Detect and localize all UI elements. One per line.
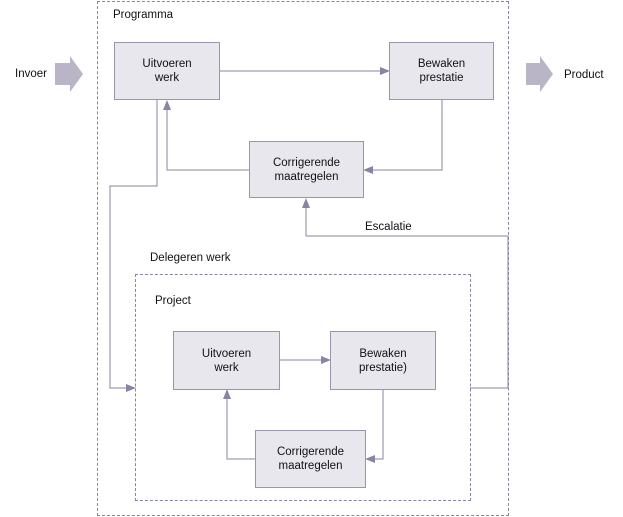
programme-monitor-box: Bewaken prestatie [389,42,494,100]
programme-monitor-label: Bewaken prestatie [417,58,466,84]
arrow-corrective-to-execute [163,100,249,171]
arrow-delegate-to-project [109,100,158,392]
output-arrow-icon [526,56,553,92]
arrow-project-corrective-to-execute [223,389,255,460]
programme-corrective-box: Corrigerende maatregelen [249,141,364,198]
project-execute-label: Uitvoeren werk [201,347,252,374]
output-label: Product [564,69,604,81]
delegate-label: Delegeren werk [150,252,231,264]
project-monitor-label: Bewaken prestatie) [359,347,407,374]
project-monitor-box: Bewaken prestatie) [330,331,436,390]
escalation-label: Escalatie [365,221,412,233]
programme-execute-label: Uitvoeren werk [142,58,192,84]
project-corrective-label: Corrigerende maatregelen [276,446,345,472]
programme-title: Programma [113,9,174,21]
programme-execute-box: Uitvoeren werk [114,42,220,100]
arrow-project-monitor-to-corrective [365,390,384,463]
project-execute-box: Uitvoeren werk [173,331,280,390]
programme-frame [97,1,509,516]
programme-corrective-label: Corrigerende maatregelen [272,156,341,183]
input-arrow-icon [55,56,83,92]
arrow-monitor-to-corrective [363,100,443,174]
project-frame [135,274,471,501]
project-corrective-box: Corrigerende maatregelen [255,430,366,488]
input-label: Invoer [15,68,47,80]
project-title: Project [155,295,191,307]
